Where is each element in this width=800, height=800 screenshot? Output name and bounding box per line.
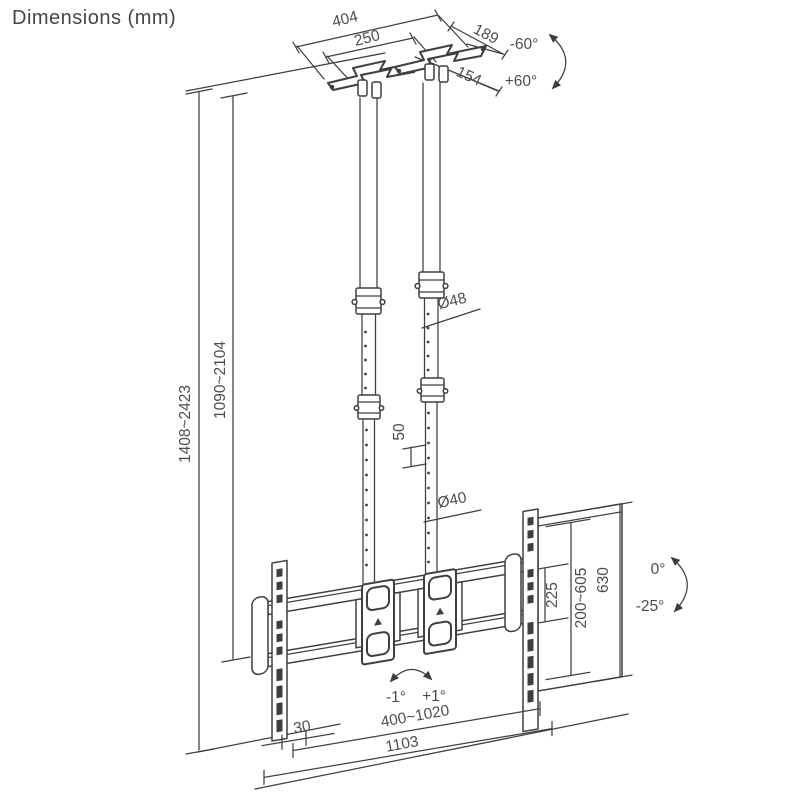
dimension-overall-height: 1408~2423 xyxy=(177,88,341,755)
level-minus-label: -1° xyxy=(386,689,406,706)
level-plus-label: +1° xyxy=(422,688,446,705)
tilt-arrow xyxy=(670,556,688,613)
pole-right-holes xyxy=(426,312,430,564)
dimension-height-range xyxy=(545,518,591,681)
vesa-plate-right xyxy=(417,568,463,655)
height-range-label: 200~605 xyxy=(573,568,590,629)
pole-left xyxy=(351,97,386,585)
swivel-rotation: -60° +60° xyxy=(505,33,567,90)
dimension-panel-height xyxy=(595,501,633,682)
vesa-plate-left xyxy=(355,578,401,666)
swivel-cw-label: +60° xyxy=(505,73,538,90)
vesa-strip-right xyxy=(522,508,539,733)
swivel-ccw-label: -60° xyxy=(510,36,539,53)
upper-diameter-label: Ø48 xyxy=(436,290,469,314)
dimension-rail-range xyxy=(292,701,541,759)
lower-diameter-label: Ø40 xyxy=(436,489,469,512)
panel-height-label: 630 xyxy=(595,567,612,593)
floor-projection-line xyxy=(254,713,629,790)
overall-width-bottom-label: 1103 xyxy=(384,733,420,756)
plate-height-label: 225 xyxy=(544,582,561,608)
tilt-up-label: 0° xyxy=(651,561,666,578)
edge-offset-label: 30 xyxy=(292,718,312,738)
vesa-strip-left xyxy=(271,559,288,742)
rail-endcap-left xyxy=(251,595,269,676)
rail-range-label: 400~1020 xyxy=(379,702,451,731)
dimension-edge-offset xyxy=(261,730,335,750)
dimension-hole-step: 50 xyxy=(391,423,427,469)
level-rotation: -1° +1° xyxy=(386,668,446,706)
page-title: Dimensions (mm) xyxy=(12,7,176,29)
tilt-down-label: -25° xyxy=(636,598,665,615)
dimension-overall-width-bottom xyxy=(263,721,553,785)
inner-width-label: 250 xyxy=(353,27,383,50)
swivel-arrow xyxy=(548,33,567,90)
overall-width-label: 404 xyxy=(331,8,361,31)
pole-height-label: 1090~2104 xyxy=(212,341,229,419)
pole-right xyxy=(414,82,449,574)
level-arrow xyxy=(389,668,433,683)
ceiling-projection-line xyxy=(185,52,386,92)
dimension-lower-diameter: Ø40 xyxy=(423,489,482,523)
dimension-top-widths: 404 250 xyxy=(292,8,469,84)
hole-step-label: 50 xyxy=(391,423,408,441)
bracket-depth-outer-label: 189 xyxy=(470,21,501,48)
bottom-assembly xyxy=(251,501,633,785)
bracket-depth-inner-label: 154 xyxy=(453,63,484,89)
overall-height-label: 1408~2423 xyxy=(177,385,194,463)
dimension-pole-height: 1090~2104 xyxy=(212,92,251,663)
rail-endcap-right xyxy=(504,553,522,633)
dimension-plate-height xyxy=(537,563,569,624)
tilt-rotation: 0° -25° xyxy=(636,556,688,615)
pole-left-holes xyxy=(364,330,368,567)
dimension-upper-diameter: Ø48 xyxy=(421,290,481,329)
